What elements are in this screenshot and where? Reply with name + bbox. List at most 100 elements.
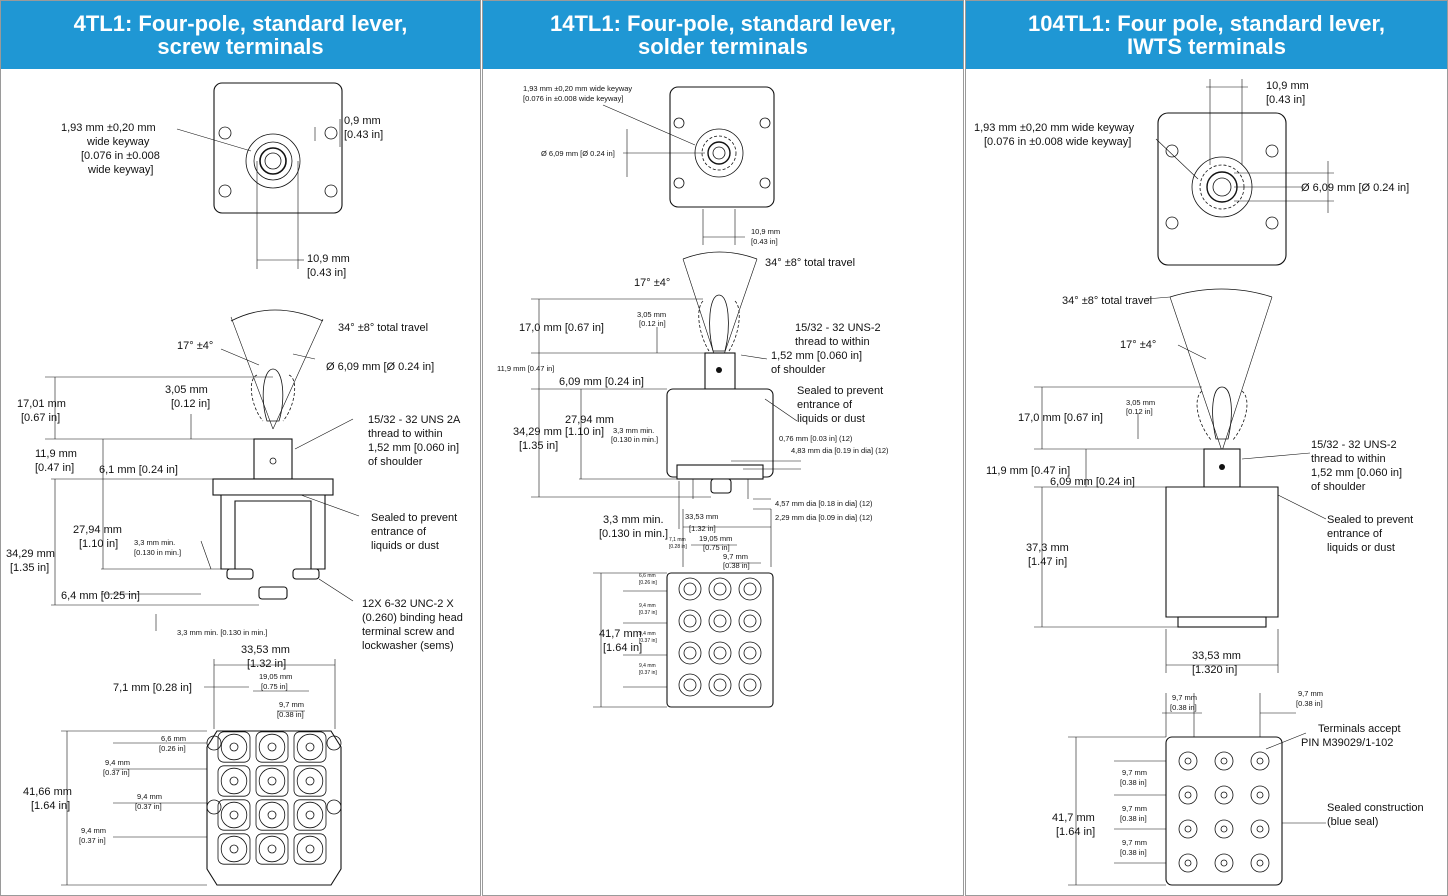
terminal bbox=[1250, 751, 1270, 771]
dim-label: 11,9 mm [0.47 in] bbox=[497, 364, 554, 373]
seal-label: (blue seal) bbox=[1327, 816, 1378, 828]
dim-label: 11,9 mm [0.47 in] bbox=[986, 465, 1070, 477]
terminal-pin bbox=[713, 678, 727, 692]
terminal bbox=[217, 731, 251, 763]
terminal-pin bbox=[1256, 757, 1264, 765]
terminal-pin bbox=[305, 810, 315, 820]
screw-label: terminal screw and bbox=[362, 626, 454, 638]
dim-label: [0.38 in] bbox=[723, 561, 750, 570]
dim-label: 10,9 mm bbox=[1266, 80, 1309, 92]
sealed-label: Sealed to prevent bbox=[1327, 514, 1413, 526]
terminal bbox=[1178, 785, 1198, 805]
dim-label: [1.320 in] bbox=[1192, 664, 1237, 676]
terminal-pin bbox=[1220, 791, 1228, 799]
thread-label: thread to within bbox=[795, 336, 870, 348]
terminal bbox=[1214, 751, 1234, 771]
thread-label: 15/32 - 32 UNS-2 bbox=[795, 322, 881, 334]
terminal bbox=[220, 835, 248, 863]
dim-label: 17,01 mm bbox=[17, 398, 66, 410]
dim-label: 0,76 mm [0.03 in] (12) bbox=[779, 434, 853, 443]
terminal-pin bbox=[1184, 859, 1192, 867]
dim-label: 3,05 mm bbox=[637, 310, 666, 319]
screw-label: (0.260) binding head bbox=[362, 612, 463, 624]
sealed-label: Sealed to prevent bbox=[371, 512, 457, 524]
dim-label: [0.26 in] bbox=[159, 744, 186, 753]
dim-label: 17,0 mm [0.67 in] bbox=[1018, 412, 1103, 424]
terminal bbox=[1178, 853, 1198, 873]
sealed-label: entrance of bbox=[797, 399, 853, 411]
diagram-14tl1: 1,93 mm ±0,20 mm wide keyway [0.076 in ±… bbox=[497, 84, 889, 708]
side-view bbox=[45, 309, 360, 631]
dim-label: [0.37 in] bbox=[135, 802, 162, 811]
panel-title-line1: 104TL1: Four pole, standard lever, bbox=[1028, 11, 1385, 36]
terminal bbox=[293, 799, 327, 831]
thread-label: 1,52 mm [0.060 in] bbox=[771, 350, 862, 362]
dim-label: [0.12 in] bbox=[171, 398, 210, 410]
terminal bbox=[738, 577, 762, 601]
dim-label: 4,83 mm dia [0.19 in dia] (12) bbox=[791, 446, 889, 455]
terminal bbox=[255, 799, 289, 831]
dim-label: 9,7 mm bbox=[1122, 804, 1147, 813]
dim-label: [0.130 in min.] bbox=[611, 435, 658, 444]
top-view bbox=[1155, 79, 1334, 266]
terminal-pin bbox=[1184, 757, 1192, 765]
terminal-pin bbox=[229, 776, 239, 786]
terminal bbox=[296, 733, 324, 761]
keyway-label: [0.076 in ±0.008 wide keyway] bbox=[523, 94, 623, 103]
diagram-4tl1: 1,93 mm ±0,20 mm wide keyway [0.076 in ±… bbox=[6, 82, 463, 886]
terminal-pin bbox=[1256, 859, 1264, 867]
dim-label: 34,29 mm [1.10 in] bbox=[513, 426, 604, 438]
terminal-pin bbox=[713, 614, 727, 628]
terminal bbox=[678, 673, 702, 697]
dim-label: 19,05 mm bbox=[259, 672, 292, 681]
panel-header: 14TL1: Four-pole, standard lever, solder… bbox=[483, 1, 963, 69]
sealed-label: liquids or dust bbox=[1327, 542, 1395, 554]
dim-label: [0.12 in] bbox=[639, 319, 666, 328]
dim-label: 3,05 mm bbox=[1126, 398, 1155, 407]
dim-label: [0.43 in] bbox=[1266, 94, 1305, 106]
terminal-pin bbox=[683, 582, 697, 596]
terminals-label: PIN M39029/1-102 bbox=[1301, 737, 1393, 749]
panel-title-line2: solder terminals bbox=[638, 34, 808, 59]
keyway-label: [0.076 in ±0.008 wide keyway] bbox=[984, 136, 1131, 148]
dim-label: 27,94 mm bbox=[73, 524, 122, 536]
dim-label: [1.64 in] bbox=[31, 800, 70, 812]
dim-label: 7,1 mm [0.28 in] bbox=[113, 682, 192, 694]
thread-label: 15/32 - 32 UNS-2 bbox=[1311, 439, 1397, 451]
terminal-pin bbox=[267, 810, 277, 820]
terminal bbox=[678, 577, 702, 601]
panel-header: 4TL1: Four-pole, standard lever, screw t… bbox=[1, 1, 480, 69]
dim-label: 6,1 mm [0.24 in] bbox=[99, 464, 178, 476]
dim-label: 41,66 mm bbox=[23, 786, 72, 798]
terminal bbox=[258, 801, 286, 829]
dim-label: 33,53 mm bbox=[1192, 650, 1241, 662]
dim-label: [1.64 in] bbox=[1056, 826, 1095, 838]
dim-label: 6,09 mm [0.24 in] bbox=[559, 376, 644, 388]
terminal-pin bbox=[1256, 825, 1264, 833]
dim-label: Ø 6,09 mm [Ø 0.24 in] bbox=[326, 361, 434, 373]
bottom-view bbox=[593, 572, 774, 708]
terminal bbox=[220, 733, 248, 761]
dim-label: 6,6 mm bbox=[639, 573, 656, 579]
terminal bbox=[217, 833, 251, 865]
terminal bbox=[258, 835, 286, 863]
bottom-view bbox=[61, 659, 342, 886]
dim-label: [0.130 in min.] bbox=[134, 548, 181, 557]
dim-label: [1.10 in] bbox=[79, 538, 118, 550]
dim-label: [0.75 in] bbox=[703, 543, 730, 552]
travel-label: 34° ±8° total travel bbox=[338, 322, 428, 334]
dim-label: 9,4 mm bbox=[639, 631, 656, 637]
terminal bbox=[1214, 819, 1234, 839]
dim-label: 3,05 mm bbox=[165, 384, 208, 396]
terminal-pin bbox=[713, 582, 727, 596]
terminal bbox=[296, 835, 324, 863]
terminal-pin bbox=[305, 776, 315, 786]
dim-label: 33,53 mm bbox=[241, 644, 290, 656]
terminal-pin bbox=[1184, 791, 1192, 799]
dim-label: [0.43 in] bbox=[344, 129, 383, 141]
dim-label: [0.38 in] bbox=[1170, 703, 1197, 712]
dim-label: [0.38 in] bbox=[277, 710, 304, 719]
keyway-label: wide keyway bbox=[86, 136, 150, 148]
terminal bbox=[1214, 853, 1234, 873]
top-view bbox=[602, 86, 775, 245]
